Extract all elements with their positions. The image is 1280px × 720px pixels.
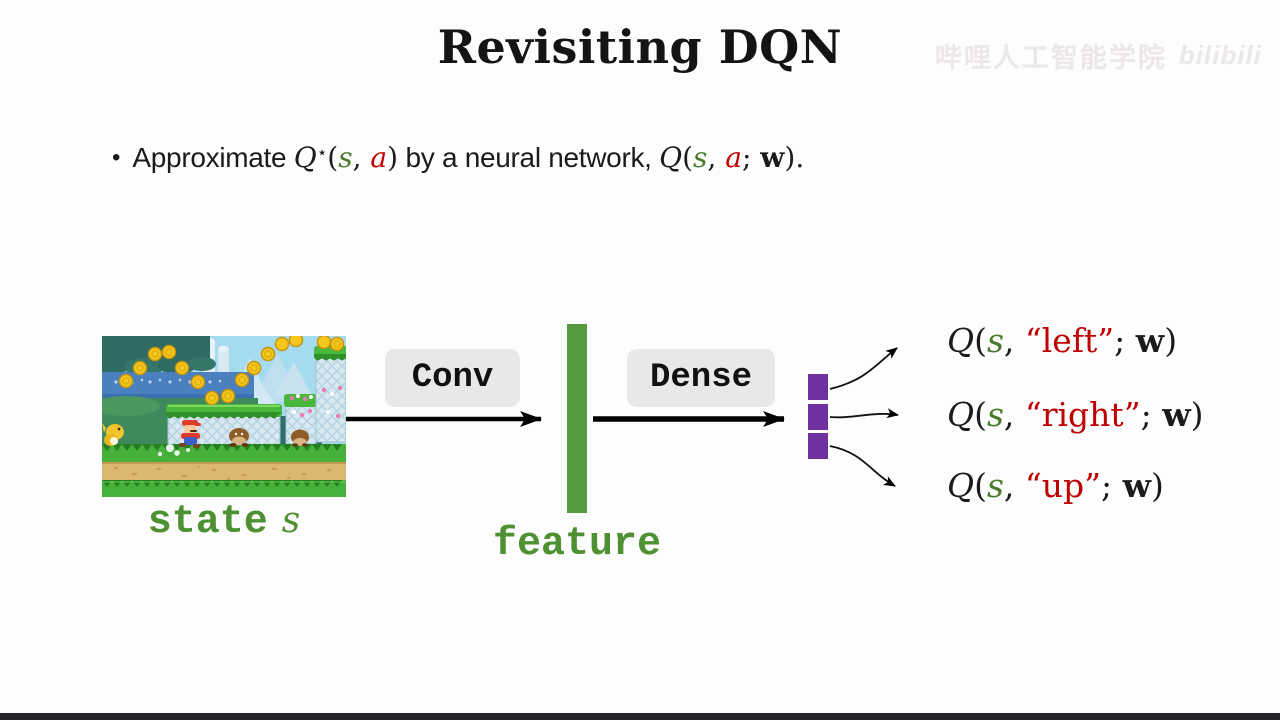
output-arrow-right	[829, 408, 899, 419]
math-token: w	[1135, 321, 1165, 360]
math-token: ;	[1114, 321, 1136, 360]
math-token: ,	[1003, 395, 1025, 434]
math-token: (	[974, 321, 987, 360]
page-title: Revisiting DQN	[437, 20, 843, 74]
output-node-2	[808, 404, 828, 430]
feature-vector-bar	[567, 324, 587, 513]
mario-character	[179, 420, 201, 448]
math-token: (	[974, 466, 987, 505]
bullet-text: Approximate Q⋆(s, a) by a neural network…	[132, 141, 804, 174]
math-token: (	[974, 395, 987, 434]
state-label-word: state	[147, 500, 268, 545]
output-arrow-left	[829, 347, 898, 390]
math-token: “up”	[1024, 466, 1101, 505]
watermark: 哔哩人工智能学院 bilibili	[935, 36, 1262, 75]
q-value-up: Q(s, “up”; w)	[947, 464, 1164, 508]
math-token: ,	[1003, 466, 1025, 505]
coins	[118, 336, 345, 406]
math-token: )	[387, 141, 399, 174]
math-token: w	[760, 141, 785, 174]
math-token: Q	[947, 395, 975, 434]
math-token: Q	[293, 141, 317, 174]
bullet-item: • Approximate Q⋆(s, a) by a neural netwo…	[112, 141, 804, 174]
math-token: “left”	[1024, 321, 1115, 360]
center-platform	[166, 404, 282, 449]
math-token: ,	[352, 141, 371, 174]
output-node-3	[808, 433, 828, 459]
math-token: w	[1162, 395, 1191, 434]
mario-game-screenshot	[102, 336, 346, 497]
math-token: ;	[1100, 466, 1123, 505]
math-token: ;	[741, 141, 761, 174]
hill	[102, 396, 160, 416]
math-token: w	[1122, 466, 1152, 505]
math-token: (	[327, 141, 339, 174]
math-token: a	[725, 141, 742, 174]
math-token: Approximate	[132, 142, 294, 173]
dense-layer-box: Dense	[627, 349, 775, 407]
math-token: s	[338, 141, 353, 174]
conv-layer-box: Conv	[385, 349, 520, 407]
math-token: s	[986, 466, 1004, 505]
math-token: ).	[784, 141, 805, 174]
math-token: s	[986, 321, 1004, 360]
state-variable: s	[281, 500, 301, 541]
watermark-text: 哔哩人工智能学院	[934, 43, 1167, 73]
conv-layer-label: Conv	[411, 359, 494, 397]
math-token: )	[1164, 321, 1178, 360]
dust-bubbles	[157, 444, 190, 457]
math-token: ,	[707, 141, 726, 174]
q-value-left: Q(s, “left”; w)	[947, 319, 1177, 363]
math-token: “right”	[1024, 395, 1141, 434]
feature-label: feature	[492, 522, 662, 567]
mid-ledge	[284, 394, 318, 445]
ground	[102, 444, 346, 497]
right-cliff	[314, 346, 346, 443]
math-token: )	[1190, 395, 1204, 434]
dense-layer-label: Dense	[649, 359, 753, 397]
yellow-yoshi	[102, 423, 124, 446]
q-value-right: Q(s, “right”; w)	[947, 393, 1203, 437]
goomba-2	[291, 429, 309, 447]
math-token: )	[1151, 466, 1164, 505]
math-token: (	[682, 141, 694, 174]
output-node-1	[808, 374, 828, 400]
letterbox-bar	[0, 713, 1280, 720]
bullet-marker: •	[112, 144, 121, 171]
math-token: by a neural network,	[398, 142, 660, 173]
output-arrow-up	[829, 445, 896, 487]
goomba-1	[229, 428, 249, 447]
math-token: a	[370, 141, 388, 174]
math-token: Q	[659, 141, 683, 174]
math-token: ⋆	[316, 141, 328, 162]
math-token: ;	[1140, 395, 1163, 434]
math-token: Q	[947, 321, 975, 360]
math-token: s	[693, 141, 708, 174]
math-token: ,	[1003, 321, 1025, 360]
math-token: Q	[947, 466, 975, 505]
bilibili-logo-icon: bilibili	[1178, 40, 1262, 70]
math-token: s	[986, 395, 1004, 434]
